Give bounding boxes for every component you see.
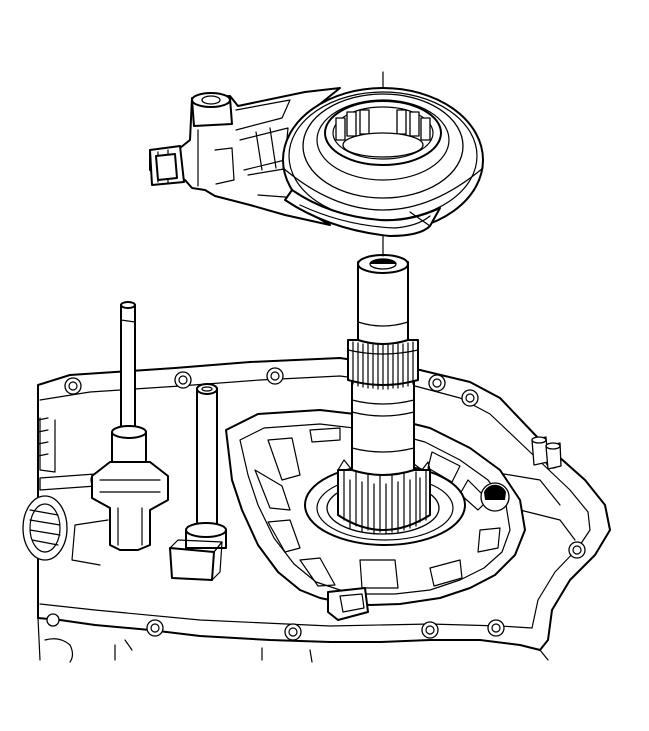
- shift-fork-left: [91, 461, 169, 551]
- shift-lug: [169, 547, 215, 581]
- shift-rail-right: [169, 383, 227, 581]
- shift-fork-with-bearing: [149, 87, 484, 237]
- case-bolt-holes: [46, 367, 586, 641]
- plate-lug: [327, 587, 369, 621]
- shift-rail-left: [71, 301, 169, 566]
- left-bearing: [22, 495, 68, 561]
- output-shaft: [347, 254, 419, 476]
- case-inner-flange: [39, 375, 591, 629]
- splined-gear: [304, 459, 466, 546]
- fork-shoe: [284, 189, 441, 237]
- bearing-rollers: [335, 109, 431, 141]
